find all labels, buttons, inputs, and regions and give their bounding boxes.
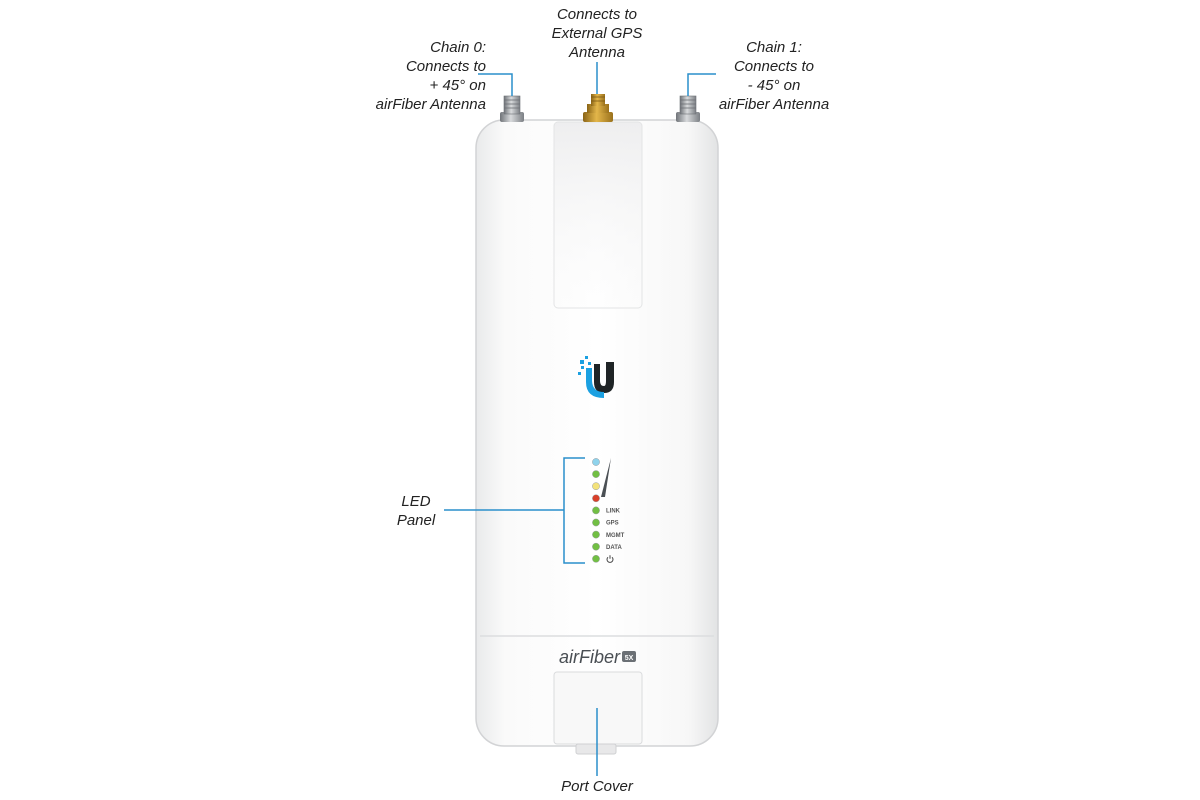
led-indicator-1 (592, 458, 600, 466)
led-indicator-3 (592, 482, 600, 491)
chain0-line1: Chain 0: (430, 39, 486, 56)
port-cover-label: Port Cover (561, 778, 633, 795)
chain0-line3: + 45° on (429, 77, 486, 94)
chain1-callout: Chain 1: Connects to - 45° on airFiber A… (694, 38, 854, 114)
chain0-leader (478, 73, 513, 96)
led-indicator-9 (592, 554, 600, 563)
chain0-connector[interactable] (500, 95, 524, 122)
brand-name: airFiber (559, 647, 621, 667)
led-label-link: LINK (606, 509, 621, 515)
gps-callout: Connects to External GPS Antenna (522, 5, 672, 62)
led-indicator-4 (592, 494, 600, 503)
chain1-line4: airFiber Antenna (718, 96, 830, 113)
chain1-connector[interactable] (676, 95, 700, 122)
model-badge: 5X (625, 655, 634, 662)
top-panel-inset (553, 121, 643, 309)
cable-gland (575, 743, 617, 755)
model-badge-box (622, 651, 636, 662)
led-link (592, 506, 600, 515)
gps-connector[interactable] (583, 94, 613, 122)
radio-device (475, 119, 719, 755)
port-cover[interactable] (553, 671, 643, 745)
led-gps (592, 518, 600, 527)
chain1-line1: Chain 1: (746, 39, 802, 56)
led-indicator-2 (592, 470, 600, 478)
brand-mark: airFiber 5X (559, 647, 636, 667)
signal-wedge-icon (601, 458, 611, 497)
chain0-line4: airFiber Antenna (375, 96, 486, 113)
led-panel-line1: LED (401, 493, 431, 510)
led-label-mgmt: MGMT (606, 533, 625, 539)
port-cover-callout: Port Cover (532, 777, 662, 796)
led-mgmt (592, 530, 600, 539)
gps-line3: Antenna (569, 44, 625, 61)
chain1-leader (687, 73, 716, 96)
gps-line2: External GPS (551, 25, 643, 42)
led-panel-callout: LED Panel (384, 492, 448, 530)
chain1-line2: Connects to (733, 58, 815, 75)
callout-lines (444, 62, 716, 776)
led-label-gps: GPS (606, 521, 619, 527)
ubiquiti-u-logo-icon (578, 356, 614, 398)
power-icon (606, 555, 614, 563)
chain1-line3: - 45° on (747, 77, 801, 94)
led-panel-line2: Panel (396, 512, 436, 529)
chain0-callout: Chain 0: Connects to + 45° on airFiber A… (330, 38, 486, 114)
led-data (592, 542, 600, 551)
led-label-data: DATA (606, 545, 622, 551)
gps-line1: Connects to (556, 6, 638, 23)
led-panel: LINK GPS MGMT DATA (592, 458, 625, 563)
chain0-line2: Connects to (405, 58, 486, 75)
